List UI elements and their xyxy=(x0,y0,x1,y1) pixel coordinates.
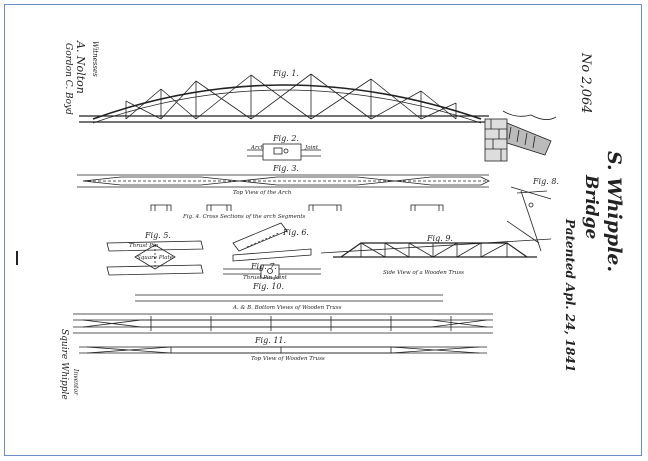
fig3-label: Fig. 3. xyxy=(273,164,299,173)
witnesses-heading: Witnesses xyxy=(91,41,99,77)
fig2-label: Fig. 2. xyxy=(273,134,299,143)
fig5-square-plate-label: Square Plate xyxy=(137,255,173,261)
fig3-top-view-of-arch-drawing xyxy=(77,174,490,188)
fig8-label: Fig. 8. xyxy=(533,177,559,186)
fig10-bottom-views-drawing xyxy=(73,294,493,334)
fig5-thrust-pin-label: Thrust Pin xyxy=(129,243,159,249)
witness-signature-2: Gordon C. Boyd xyxy=(63,43,73,115)
fig6-drawing xyxy=(232,222,312,262)
fig7-label: Fig. 7. xyxy=(251,262,277,271)
fig1-arch-truss-drawing xyxy=(79,73,557,162)
patent-number: No 2,064 xyxy=(578,53,593,114)
inventor-heading: Inventor xyxy=(72,369,79,395)
fig2-joint-label: Joint xyxy=(305,145,319,151)
fig6-label: Fig. 6. xyxy=(283,228,309,237)
fig1-label: Fig. 1. xyxy=(273,69,299,78)
fig4-cross-sections-drawing xyxy=(150,204,444,211)
fig8-drawing xyxy=(506,186,552,252)
patent-drawing-artwork xyxy=(16,73,557,354)
fig2-arch-label: Arch xyxy=(251,145,265,151)
fig7-caption: Thrust Pin Joint xyxy=(243,275,287,281)
patented-date: Patented Apl. 24, 1841 xyxy=(563,219,577,373)
fig11-label: Fig. 11. xyxy=(255,336,287,345)
fig10-caption: A. & B. Bottom Views of Wooden Truss xyxy=(233,305,342,311)
fig9-caption: Side View of a Wooden Truss xyxy=(383,270,464,276)
inventor-name: S. Whipple. xyxy=(603,151,625,273)
fig4-caption: Fig. 4. Cross Sections of the arch Segme… xyxy=(183,214,306,220)
fig5-label: Fig. 5. xyxy=(145,231,171,240)
inventor-signature: Squire Whipple xyxy=(59,329,69,400)
fig9-wooden-truss-drawing xyxy=(320,238,552,258)
patent-subject: Bridge xyxy=(581,175,601,240)
fig3-caption: Top View of the Arch xyxy=(233,190,292,196)
fig11-caption: Top View of Wooden Truss xyxy=(251,356,325,362)
witness-signature-1: A. Nolton xyxy=(74,41,87,94)
fig7-thrust-pin-joint-drawing xyxy=(223,264,321,279)
fig11-top-view-drawing xyxy=(79,346,487,354)
fig10-label: Fig. 10. xyxy=(253,282,285,291)
document-frame: Witnesses A. Nolton Gordon C. Boyd Inven… xyxy=(4,4,642,456)
patent-drawing-sheet: Witnesses A. Nolton Gordon C. Boyd Inven… xyxy=(11,11,631,449)
fig2-arch-joint-drawing xyxy=(247,143,321,161)
fig5-thrust-pin-drawing xyxy=(106,240,204,276)
fig9-label: Fig. 9. xyxy=(427,234,453,243)
